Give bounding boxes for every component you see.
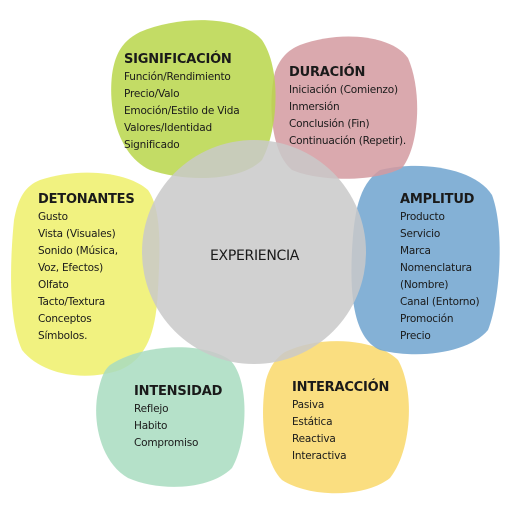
list-item: Conceptos: [38, 313, 92, 325]
list-item: Sonido (Música,: [38, 245, 118, 257]
list-item: Tacto/Textura: [38, 296, 106, 308]
center-label: EXPERIENCIA: [210, 248, 300, 264]
list-item: Estática: [292, 416, 333, 428]
list-item: (Nombre): [400, 279, 449, 291]
list-item: Reactiva: [292, 433, 336, 445]
interaccion-blob: [263, 341, 409, 494]
list-item: Inmersión: [289, 101, 340, 113]
list-item: Olfato: [38, 279, 69, 291]
list-item: Vista (Visuales): [38, 228, 116, 240]
list-item: Precio/Valo: [124, 88, 180, 100]
list-item: Conclusión (Fin): [289, 118, 370, 130]
list-item: Producto: [400, 211, 445, 223]
list-item: Canal (Entorno): [400, 296, 480, 308]
list-item: Compromiso: [134, 437, 199, 449]
list-item: Continuación (Repetir).: [289, 135, 406, 147]
list-item: Emoción/Estilo de Vida: [124, 105, 240, 117]
interaccion-title: INTERACCIÓN: [292, 380, 390, 395]
list-item: Significado: [124, 139, 180, 151]
list-item: Reflejo: [134, 403, 169, 415]
detonantes-title: DETONANTES: [38, 192, 135, 207]
list-item: Habito: [134, 420, 168, 432]
intensidad-title: INTENSIDAD: [134, 384, 223, 399]
list-item: Marca: [400, 245, 431, 257]
list-item: Servicio: [400, 228, 441, 240]
detonantes-blob: [11, 172, 160, 376]
amplitud-title: AMPLITUD: [400, 192, 475, 207]
list-item: Iniciación (Comienzo): [289, 84, 398, 96]
significacion-title: SIGNIFICACIÓN: [124, 52, 232, 67]
center-circle: [142, 140, 366, 364]
list-item: Gusto: [38, 211, 68, 223]
list-item: Función/Rendimiento: [124, 71, 231, 83]
list-item: Pasiva: [292, 399, 325, 411]
significacion-blob: [111, 20, 276, 179]
list-item: Nomenclatura: [400, 262, 472, 274]
list-item: Valores/Identidad: [124, 122, 212, 134]
list-item: Símbolos.: [38, 330, 88, 342]
amplitud-blob: [351, 165, 500, 355]
duracion-title: DURACIÓN: [289, 65, 366, 80]
intensidad-blob: [96, 347, 245, 487]
list-item: Voz, Efectos): [38, 262, 104, 274]
list-item: Interactiva: [292, 450, 347, 462]
list-item: Precio: [400, 330, 431, 342]
duracion-blob: [271, 36, 418, 179]
list-item: Promoción: [400, 313, 454, 325]
